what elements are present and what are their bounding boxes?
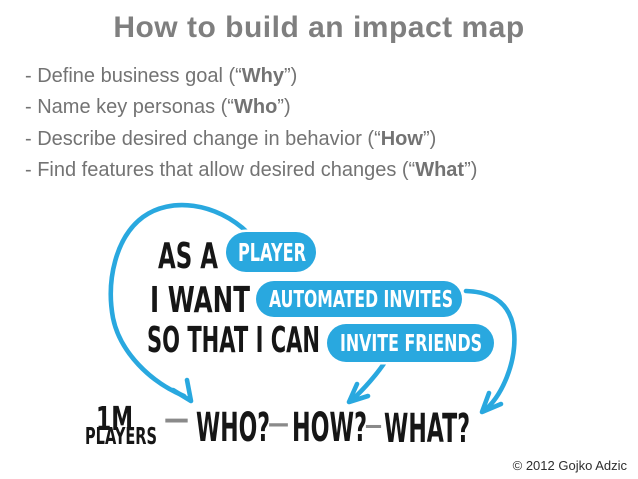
what-label: WHAT?: [384, 406, 470, 452]
separator-dash-1: —: [164, 402, 189, 437]
i-want-label: I WANT: [150, 280, 250, 321]
arrow-goal-loop-head-icon: [170, 377, 194, 404]
bullet-how-suffix: ”): [422, 127, 437, 150]
bullet-what-keyword: What: [415, 158, 465, 181]
arrow-goal-loop: [108, 202, 251, 399]
bubble-player: [223, 229, 319, 275]
separator-dash-3: —: [365, 411, 382, 439]
slide-title: How to build an impact map: [113, 11, 525, 44]
bullet-what: - Find features that allow desired chang…: [25, 155, 477, 186]
diagram-bubbles: [223, 229, 497, 365]
so-that-i-can-label: SO THAT I CAN: [147, 320, 320, 361]
arrow-to-how: [350, 359, 388, 402]
separator-dash-2: —: [268, 409, 289, 439]
bullet-why-prefix: - Define business goal (“: [25, 65, 242, 87]
arrow-to-what-head-icon: [479, 390, 504, 415]
diagram-labels: AS A PLAYER I WANT AUTOMATED INVITES SO …: [85, 236, 482, 452]
bullet-why: - Define business goal (“Why”): [25, 61, 477, 92]
arrow-to-how-head-icon: [346, 381, 371, 405]
bullet-list: - Define business goal (“Why”) - Name ke…: [25, 61, 477, 186]
bullet-who-prefix: - Name key personas (“: [25, 96, 234, 119]
how-label: HOW?: [292, 405, 367, 451]
automated-invites-label: AUTOMATED INVITES: [269, 287, 453, 313]
bullet-who-suffix: ”): [277, 96, 291, 119]
bubble-automated-invites: [253, 278, 465, 320]
bullet-who: - Name key personas (“Who”): [25, 92, 477, 123]
bullet-why-suffix: ”): [284, 65, 298, 87]
diagram-arrows: [108, 202, 517, 415]
player-label: PLAYER: [238, 238, 306, 267]
as-a-label: AS A: [158, 236, 218, 277]
bubble-invite-friends: [324, 321, 497, 365]
arrow-to-what: [463, 288, 517, 414]
who-label: WHO?: [196, 405, 270, 451]
goal-players-label: PLAYERS: [85, 424, 157, 450]
bullet-what-prefix: - Find features that allow desired chang…: [25, 158, 416, 181]
bullet-who-keyword: Who: [233, 96, 278, 119]
copyright: © 2012 Gojko Adzic: [512, 458, 627, 473]
bullet-how: - Describe desired change in behavior (“…: [25, 124, 477, 155]
bullet-why-keyword: Why: [241, 65, 284, 87]
goal-1m-label: 1M: [96, 399, 133, 438]
bullet-how-keyword: How: [380, 127, 423, 150]
invite-friends-label: INVITE FRIENDS: [340, 331, 482, 357]
bullet-what-suffix: ”): [464, 158, 478, 181]
bullet-how-prefix: - Describe desired change in behavior (“: [25, 127, 381, 150]
